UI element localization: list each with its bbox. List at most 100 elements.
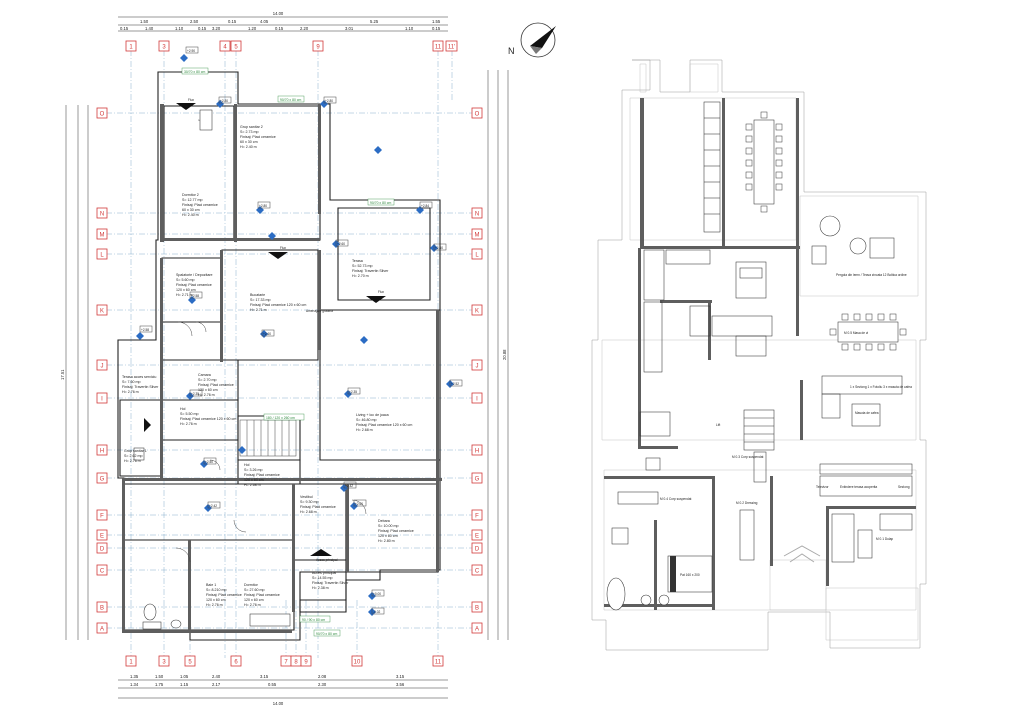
room-label: Spalatorie / Depozitare S= 5.60 mp Finis… — [176, 273, 213, 297]
flux-arrow-icon — [366, 296, 386, 303]
grid-tag: 6 — [234, 660, 238, 666]
flux-label: Flux — [280, 246, 286, 250]
level-marker-icon — [360, 336, 368, 344]
bottom-dim-2: 2.30 — [318, 682, 327, 687]
top-dim-2: 0.15 — [432, 26, 441, 31]
grid-tag: D — [100, 547, 105, 553]
level-markers: +2.90 +2.80 +2.80 +2.80 +2.84 +2.60 +2.6… — [136, 46, 463, 616]
room-line: S= 3.26 mp — [244, 468, 262, 472]
bottom-dim: 1.05 — [180, 674, 189, 679]
window-tag: 90/70 x 80 cm — [316, 632, 337, 636]
room-name: Dormitor 2 — [182, 193, 199, 197]
grid-tag: J — [476, 364, 479, 370]
window-tag: 90/70 x 80 cm — [370, 201, 391, 205]
lounge-note: Sezlong — [898, 485, 910, 489]
room-line: S= 46.80 mp — [356, 418, 376, 422]
bottom-dim-2: 0.55 — [268, 682, 277, 687]
right-total-dim: 20.88 — [502, 349, 507, 360]
grid-tag: 7 — [284, 660, 288, 666]
room-label: Vestibul S= 9.30 mp Finisaj: Placi ceram… — [300, 495, 336, 514]
grid-tags-right: O N M L K J I H G F E D C B A — [471, 107, 483, 634]
bedroom-furniture: Pat 160 x 200 M 0.4 Corp suspendat M 0.2… — [617, 451, 767, 593]
room-line: 120 x 60 cm — [206, 598, 226, 602]
grid-tag: G — [475, 477, 480, 483]
flux-arrow-icon — [144, 418, 151, 432]
window-tag: 90 / 90 x 80 cm — [302, 618, 325, 622]
room-line: S= 2.62 mp — [124, 454, 142, 458]
grid-tag: O — [475, 112, 480, 118]
grid-tag: E — [475, 534, 479, 540]
level-marker-icon — [180, 54, 188, 62]
room-line: H= 2.40 m — [182, 213, 199, 217]
grid-tag: K — [100, 309, 104, 315]
level-tag: -0.02 — [373, 610, 380, 614]
room-line: Finisaj: Placi ceramice — [244, 473, 280, 477]
level-tag: +2.80 — [259, 204, 267, 208]
level-tag: +2.35 — [349, 390, 357, 394]
grid-tag: J — [101, 364, 104, 370]
level-tag: +2.50 — [205, 460, 213, 464]
grid-tags-left: O N M L K J I H G F E D C B A — [96, 107, 108, 634]
pergola-note: Pergola din lemn / Teava zincata 12 Bolt… — [836, 273, 907, 277]
grid-tag: B — [475, 606, 479, 612]
top-dim: 4.05 — [260, 19, 269, 24]
grid-tag: C — [475, 569, 480, 575]
bottom-dim-2: 1.15 — [180, 682, 189, 687]
room-line: Finisaj: Placi ceramice 120 x 60 cm — [356, 423, 412, 427]
grid-tag: O — [100, 112, 105, 118]
room-line: S= 52.73 mp — [352, 264, 372, 268]
room-label: Bucatarie S= 17.33 mp Finisaj: Placi cer… — [250, 293, 306, 312]
side-room-furniture: M 0.1 Dulap — [831, 513, 913, 563]
room-label: Hol S= 5.50 mp Finisaj: Placi ceramice 1… — [180, 407, 236, 426]
top-dim-2: 0.15 — [120, 26, 129, 31]
stair-core: Lift — [639, 409, 775, 451]
wardrobe-note: M 0.2 Dressing — [736, 501, 758, 505]
level-tag: +2.84 — [421, 204, 429, 208]
grid-tag: 5 — [234, 45, 238, 51]
room-line: 120 x 60 cm — [176, 288, 196, 292]
living-furniture: 1 x Sezlong 1 x Fotoliu 3 x masuta de ca… — [816, 375, 913, 497]
room-name: Terasa — [352, 259, 363, 263]
room-line: H= 2.38 m — [312, 586, 329, 590]
room-name: Dormitor — [244, 583, 259, 587]
grid-tag: G — [100, 477, 105, 483]
room-line: Finisaj: Placi ceramice — [300, 505, 336, 509]
level-marker-icon — [320, 100, 328, 108]
grid-tag: F — [475, 514, 479, 520]
bottom-total-dim: 14.00 — [273, 701, 284, 706]
room-line: S= 10.00 mp — [378, 524, 398, 528]
grid-tag: E — [100, 534, 104, 540]
grid-tag: C — [100, 569, 105, 575]
room-name: Vestibul — [300, 495, 313, 499]
main-access-label: Acces principal — [316, 558, 338, 562]
furnished-interior-walls — [604, 98, 916, 610]
top-dim-2: 1.20 — [248, 26, 257, 31]
bathroom-fixtures — [606, 457, 670, 611]
room-line: S= 7.60 mp — [122, 380, 140, 384]
level-tag: +0.00 — [373, 592, 381, 596]
grid-tag: I — [476, 397, 478, 403]
room-label: Living + loc de joaca S= 46.80 mp Finisa… — [356, 413, 412, 432]
stair-block — [239, 419, 297, 457]
room-label: Dormitor 2 S= 12.77 mp Finisaj: Placi ce… — [182, 193, 218, 217]
level-tag: +2.35 — [191, 392, 199, 396]
level-tag: +2.58 — [191, 294, 199, 298]
room-name: Terasa acces serviciu — [122, 375, 156, 379]
terrace-note: Extindere terasa acoperita — [840, 485, 877, 489]
room-line: S= 14.55 mp — [312, 576, 332, 580]
room-line: S= 5.60 mp — [176, 278, 194, 282]
bottom-dim-2: 3.56 — [396, 682, 405, 687]
bottom-dim: 1.35 — [130, 674, 139, 679]
grid-tag: 1 — [129, 45, 133, 51]
dining-note: M 0.5 Masa de zi — [844, 331, 869, 335]
grid-tag: B — [100, 606, 104, 612]
room-line: Finisaj: Placi ceramice — [182, 203, 218, 207]
room-line: H= 2.70 m — [352, 274, 369, 278]
dining-table-middle: M 0.5 Masa de zi — [829, 313, 907, 351]
room-line: H= 2.68 m — [300, 510, 317, 514]
room-line: Finisaj: Placi ceramice — [198, 383, 234, 387]
room-line: H= 2.71 m — [250, 308, 267, 312]
bed-note: Pat 160 x 200 — [680, 573, 700, 577]
room-line: H= 2.76 m — [124, 459, 141, 463]
